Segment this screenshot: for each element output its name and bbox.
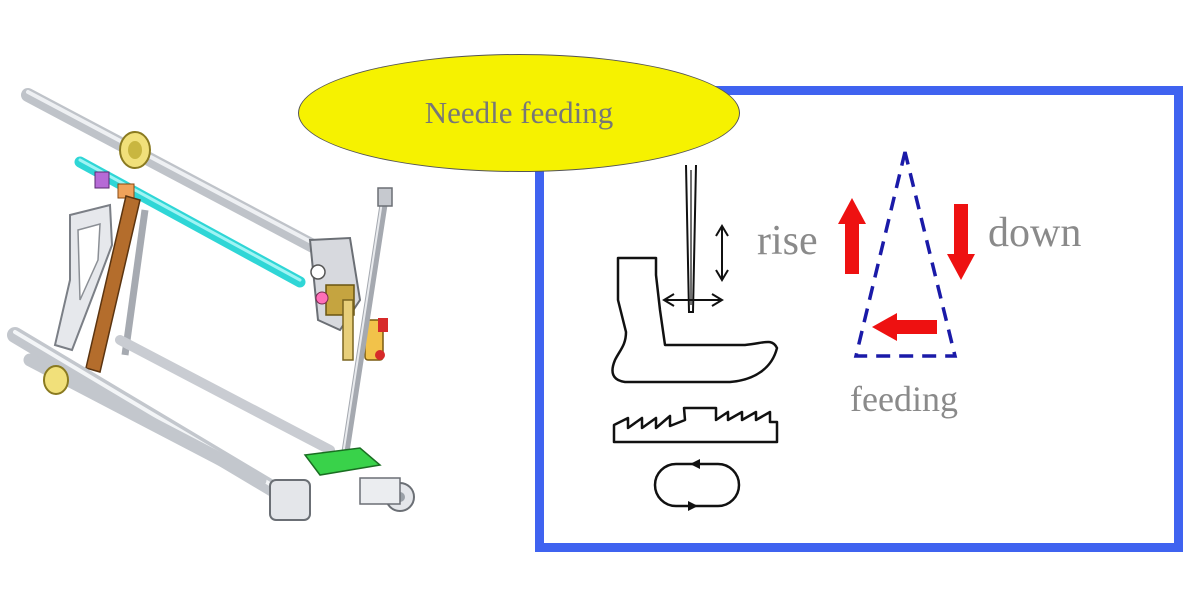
feeding-label: feeding [850,379,958,419]
horizontal-double-arrow-icon [662,293,724,307]
sewing-mechanism-illustration [7,88,415,521]
motion-triangle [853,151,958,358]
title-text: Needle feeding [424,95,614,130]
loop-arrow-icon [653,459,741,511]
down-arrow-icon [947,204,975,280]
rise-label: rise [757,218,818,264]
brown-belt [85,195,141,373]
rise-arrow-icon [838,198,866,274]
needle-head [308,236,388,361]
needle-bar [341,187,393,459]
cyan-shaft [74,156,306,288]
main-shaft [21,88,337,262]
vertical-double-arrow-icon [715,224,729,282]
frame-left [53,203,114,352]
needle-plate [303,447,382,476]
needle-feeding-panel [535,86,1183,552]
purple-part [94,171,110,189]
feed-dog-icon [612,406,779,444]
title-bubble: Needle feeding [298,54,740,172]
down-label: down [988,210,1082,256]
needle-icon [685,164,697,313]
end-blocks [269,477,415,521]
presser-foot-icon [611,256,779,384]
feeding-arrow-icon [872,313,937,341]
